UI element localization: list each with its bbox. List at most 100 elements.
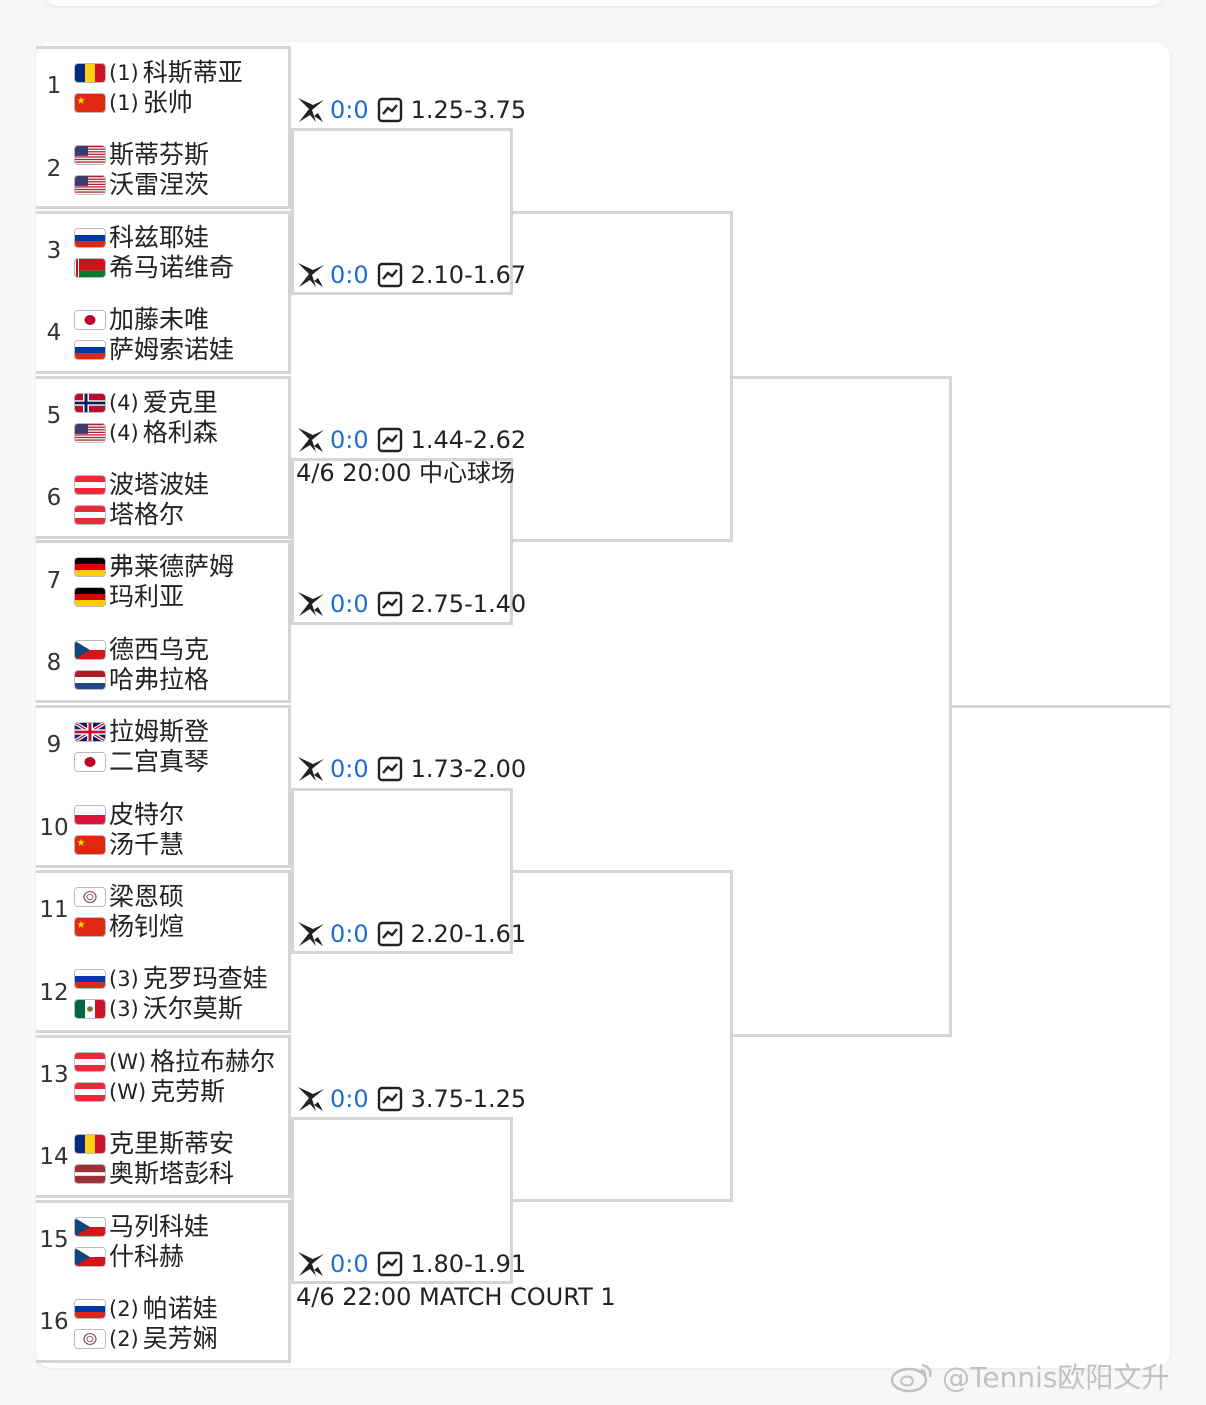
player-line: 杨钊煊	[74, 912, 184, 942]
player-line: (1)张帅	[74, 88, 243, 118]
bracket-entry[interactable]: 梁恩硕杨钊煊	[74, 882, 184, 942]
player-seed: (2)	[109, 1297, 139, 1321]
watermark: @Tennis欧阳文升	[890, 1356, 1169, 1396]
bracket-entry[interactable]: (2)帕诺娃(2)吴芳娴	[74, 1294, 218, 1354]
draw-position-number: 3	[46, 238, 62, 264]
bracket-entry[interactable]: (4)爱克里(4)格利森	[74, 388, 218, 448]
first-round-pair	[36, 870, 291, 1033]
player-line: (4)格利森	[74, 418, 218, 448]
flag-lv-icon	[74, 1164, 106, 1185]
player-name: 梁恩硕	[109, 882, 185, 911]
bracket-entry[interactable]: (W)格拉布赫尔(W)克劳斯	[74, 1047, 275, 1107]
player-seed: (3)	[109, 967, 139, 992]
draw-position-number: 4	[46, 320, 62, 347]
player-line: 梁恩硕	[74, 882, 184, 912]
bracket-entry[interactable]: 克里斯蒂安奥斯塔彭科	[74, 1129, 234, 1189]
first-round-pair	[36, 1199, 291, 1363]
player-seed: (3)	[109, 997, 139, 1022]
watermark-text: @Tennis欧阳文升	[942, 1361, 1170, 1394]
player-line: 弗莱德萨姆	[74, 552, 234, 582]
player-line: 克里斯蒂安	[74, 1129, 234, 1159]
flag-at-icon	[74, 475, 106, 495]
bracket-connector-sf	[511, 210, 733, 543]
bracket-entry[interactable]: 弗莱德萨姆玛利亚	[74, 552, 234, 612]
match-score: 0:0	[330, 96, 369, 124]
flag-ro-icon	[74, 63, 106, 83]
player-seed: (W)	[109, 1079, 147, 1104]
first-round-pair	[36, 540, 291, 704]
player-line: 马列科娃	[74, 1212, 209, 1242]
player-line: (2)帕诺娃	[74, 1294, 218, 1324]
bracket-entry[interactable]: 加藤未唯萨姆索诺娃	[74, 305, 234, 365]
player-name: 科兹耶娃	[109, 222, 210, 252]
bracket-entry[interactable]: 科兹耶娃希马诺维奇	[74, 223, 234, 283]
flag-at-icon	[74, 1051, 106, 1072]
top-card-edge	[44, 0, 1164, 6]
player-line: 塔格尔	[74, 500, 209, 530]
bracket-entry[interactable]: 斯蒂芬斯沃雷涅茨	[74, 140, 209, 200]
draw-position-number: 2	[46, 155, 62, 182]
lightning-bolt-icon	[296, 96, 326, 124]
draw-position-number: 11	[39, 897, 69, 924]
player-name: 克劳斯	[150, 1076, 226, 1106]
flag-us-icon	[74, 422, 106, 443]
player-line: (W)克劳斯	[74, 1077, 275, 1107]
draw-position-number: 13	[39, 1062, 69, 1088]
flag-at-icon	[74, 1081, 106, 1102]
match-score: 0:0	[330, 1249, 369, 1278]
player-name: 马列科娃	[109, 1211, 210, 1241]
lightning-bolt-icon	[296, 755, 326, 783]
trend-chart-icon[interactable]	[377, 427, 403, 453]
match-odds: 1.73-2.00	[410, 755, 527, 784]
player-name: 弗莱德萨姆	[109, 552, 235, 582]
bracket-entry[interactable]: 拉姆斯登二宫真琴	[74, 717, 209, 777]
match-odds: 2.75-1.40	[410, 590, 527, 619]
player-line: 哈弗拉格	[74, 665, 209, 695]
flag-cn-icon	[74, 93, 106, 113]
match-odds-row[interactable]: 0:0 1.25-3.75	[296, 95, 526, 125]
bracket-entry[interactable]: (3)克罗玛查娃(3)沃尔莫斯	[74, 964, 268, 1024]
match-schedule: 4/6 20:00 中心球场	[296, 458, 516, 487]
match-score: 0:0	[330, 425, 369, 454]
player-name: 吴芳娴	[142, 1324, 218, 1353]
trend-chart-icon[interactable]	[377, 921, 403, 947]
match-score: 0:0	[330, 755, 369, 784]
flag-by-icon	[74, 257, 106, 278]
player-name: 波塔波娃	[109, 470, 210, 499]
player-line: 沃雷涅茨	[74, 170, 209, 200]
trend-chart-icon[interactable]	[377, 591, 403, 617]
trend-chart-icon[interactable]	[377, 262, 403, 288]
match-odds: 1.25-3.75	[410, 96, 527, 124]
flag-jp-icon	[74, 310, 106, 331]
player-seed: (1)	[109, 91, 139, 115]
trend-chart-icon[interactable]	[377, 97, 403, 123]
trend-chart-icon[interactable]	[377, 1086, 403, 1112]
player-line: (3)克罗玛查娃	[74, 964, 268, 994]
player-name: 张帅	[142, 88, 193, 117]
player-name: 哈弗拉格	[109, 664, 210, 694]
flag-pl-icon	[74, 804, 106, 825]
bracket-entry[interactable]: (1)科斯蒂亚(1)张帅	[74, 58, 243, 118]
flag-ru-icon	[74, 969, 106, 990]
flag-at-icon	[74, 505, 106, 525]
lightning-bolt-icon	[296, 261, 326, 289]
player-name: 克里斯蒂安	[109, 1129, 235, 1159]
player-line: 斯蒂芬斯	[74, 140, 209, 170]
player-seed: (1)	[109, 61, 139, 85]
first-round-pair	[36, 46, 291, 209]
match-schedule: 4/6 22:00 MATCH COURT 1	[296, 1282, 616, 1311]
player-seed: (2)	[109, 1327, 139, 1351]
bracket-entry[interactable]: 皮特尔汤千慧	[74, 800, 184, 860]
match-odds-row[interactable]: 0:0 1.73-2.00	[296, 754, 526, 784]
bracket-entry[interactable]: 马列科娃什科赫	[74, 1212, 209, 1272]
bracket-entry[interactable]: 德西乌克哈弗拉格	[74, 635, 209, 695]
trend-chart-icon[interactable]	[377, 1251, 403, 1277]
bracket-entry[interactable]: 波塔波娃塔格尔	[74, 470, 209, 530]
trend-chart-icon[interactable]	[377, 756, 403, 782]
